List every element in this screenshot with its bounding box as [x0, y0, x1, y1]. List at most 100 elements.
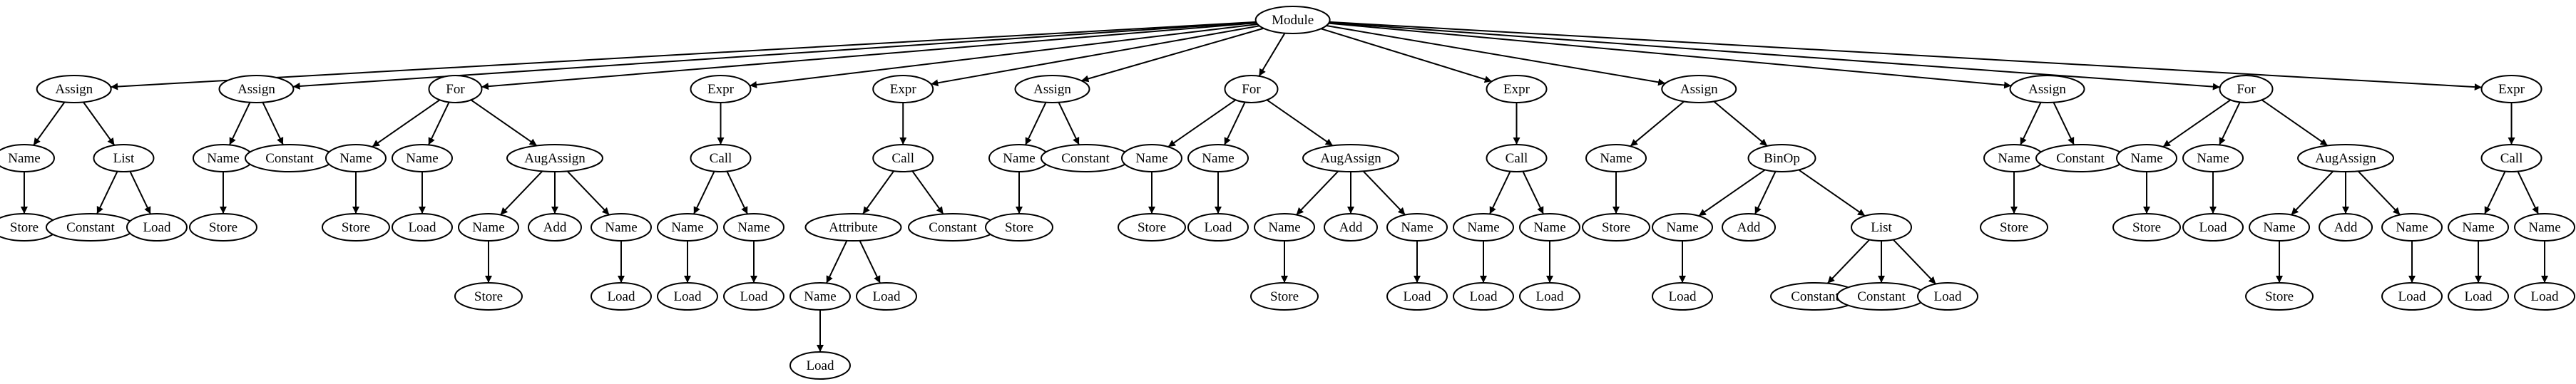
node-label: AugAssign — [524, 151, 586, 166]
node-ellipse — [1187, 144, 1249, 172]
node-ellipse — [391, 213, 453, 242]
node-ellipse — [218, 75, 295, 103]
edge-binop-to-add — [1754, 171, 1777, 214]
edge-for-to-augassign — [2261, 99, 2329, 147]
node-label: Assign — [1033, 82, 1071, 97]
edge-call-to-name — [2517, 171, 2540, 214]
node-label: Name — [1401, 220, 1433, 235]
node-label: Store — [1005, 220, 1033, 235]
node-load: Load — [722, 282, 784, 311]
node-label: Name — [8, 151, 40, 166]
node-label: Load — [143, 220, 171, 235]
edge-binop-to-list — [1798, 169, 1866, 217]
node-ellipse — [789, 351, 851, 380]
node-ellipse — [1117, 213, 1186, 242]
edge-module-to-expr — [749, 23, 1258, 88]
node-binop: BinOp — [1747, 144, 1816, 172]
node-ellipse — [391, 144, 453, 172]
node-ellipse — [1120, 144, 1182, 172]
edge-for-to-name — [372, 99, 441, 147]
node-name: Name — [1983, 144, 2045, 172]
node-name: Name — [1254, 213, 1315, 242]
node-ellipse — [590, 282, 652, 311]
node-label: List — [113, 151, 135, 166]
node-name: Name — [1120, 144, 1182, 172]
node-ellipse — [1453, 213, 1515, 242]
node-ellipse — [2219, 75, 2274, 103]
node-label: For — [446, 82, 465, 97]
edge-module-to-expr — [931, 25, 1260, 87]
node-ellipse — [1324, 213, 1379, 242]
node-label: Constant — [66, 220, 115, 235]
node-add: Add — [2319, 213, 2373, 242]
edge-for-to-augassign — [1266, 99, 1334, 147]
edge-for-to-augassign — [470, 99, 538, 147]
node-name: Name — [324, 144, 387, 172]
node-name: Name — [1585, 144, 1647, 172]
node-label: Load — [2465, 289, 2493, 304]
node-label: AugAssign — [2315, 151, 2376, 166]
node-name: Name — [1652, 213, 1714, 242]
node-load: Load — [1652, 282, 1714, 311]
node-ellipse — [804, 213, 902, 242]
node-expr: Expr — [872, 75, 934, 103]
node-ellipse — [2297, 144, 2395, 172]
edges-layer — [20, 21, 2549, 352]
edge-binop-to-name — [1698, 169, 1766, 217]
node-label: Module — [1272, 13, 1314, 28]
edge-call-to-name — [692, 171, 715, 214]
node-augassign: AugAssign — [1302, 144, 1400, 172]
edge-call-to-name — [2484, 171, 2506, 214]
node-ellipse — [2480, 144, 2542, 172]
node-ellipse — [1519, 282, 1581, 311]
node-ellipse — [428, 75, 483, 103]
node-call: Call — [1486, 144, 1548, 172]
node-label: Load — [1668, 289, 1697, 304]
node-ellipse — [2112, 213, 2182, 242]
node-ellipse — [1519, 213, 1581, 242]
node-expr: Expr — [690, 75, 752, 103]
node-label: Store — [342, 220, 370, 235]
node-label: Name — [1003, 151, 1035, 166]
node-load: Load — [1187, 213, 1249, 242]
node-ellipse — [1254, 6, 1331, 34]
edge-module-to-for — [1329, 21, 2220, 90]
node-label: Load — [673, 289, 702, 304]
node-label: Expr — [1503, 82, 1530, 97]
node-module: Module — [1254, 6, 1331, 34]
node-label: Expr — [890, 82, 917, 97]
node-store: Store — [984, 213, 1053, 242]
node-ellipse — [457, 213, 519, 242]
node-load: Load — [2514, 282, 2576, 311]
node-label: Add — [543, 220, 567, 235]
node-ellipse — [324, 144, 387, 172]
node-label: Load — [806, 358, 834, 373]
node-store: Store — [2112, 213, 2182, 242]
node-ellipse — [2182, 213, 2244, 242]
edge-assign-to-constant — [1058, 102, 1080, 145]
node-label: Expr — [707, 82, 735, 97]
node-ellipse — [2116, 144, 2178, 172]
node-assign: Assign — [2009, 75, 2085, 103]
node-load: Load — [1453, 282, 1515, 311]
node-label: Constant — [1857, 289, 1906, 304]
node-label: Load — [2199, 220, 2228, 235]
edge-assign-to-name — [228, 102, 251, 145]
edge-attribute-to-load — [859, 240, 881, 284]
node-ellipse — [690, 144, 752, 172]
node-store: Store — [454, 282, 523, 311]
node-label: Expr — [2498, 82, 2525, 97]
node-ellipse — [321, 213, 390, 242]
node-constant: Constant — [45, 213, 136, 242]
node-label: AugAssign — [1320, 151, 1381, 166]
node-ellipse — [2319, 213, 2373, 242]
node-label: Name — [2263, 220, 2295, 235]
node-ellipse — [1386, 213, 1448, 242]
node-ellipse — [454, 282, 523, 311]
node-load: Load — [126, 213, 188, 242]
node-label: Load — [872, 289, 901, 304]
edge-for-to-name — [1167, 99, 1237, 147]
node-label: Name — [1666, 220, 1698, 235]
node-load: Load — [656, 282, 718, 311]
node-label: Name — [737, 220, 770, 235]
